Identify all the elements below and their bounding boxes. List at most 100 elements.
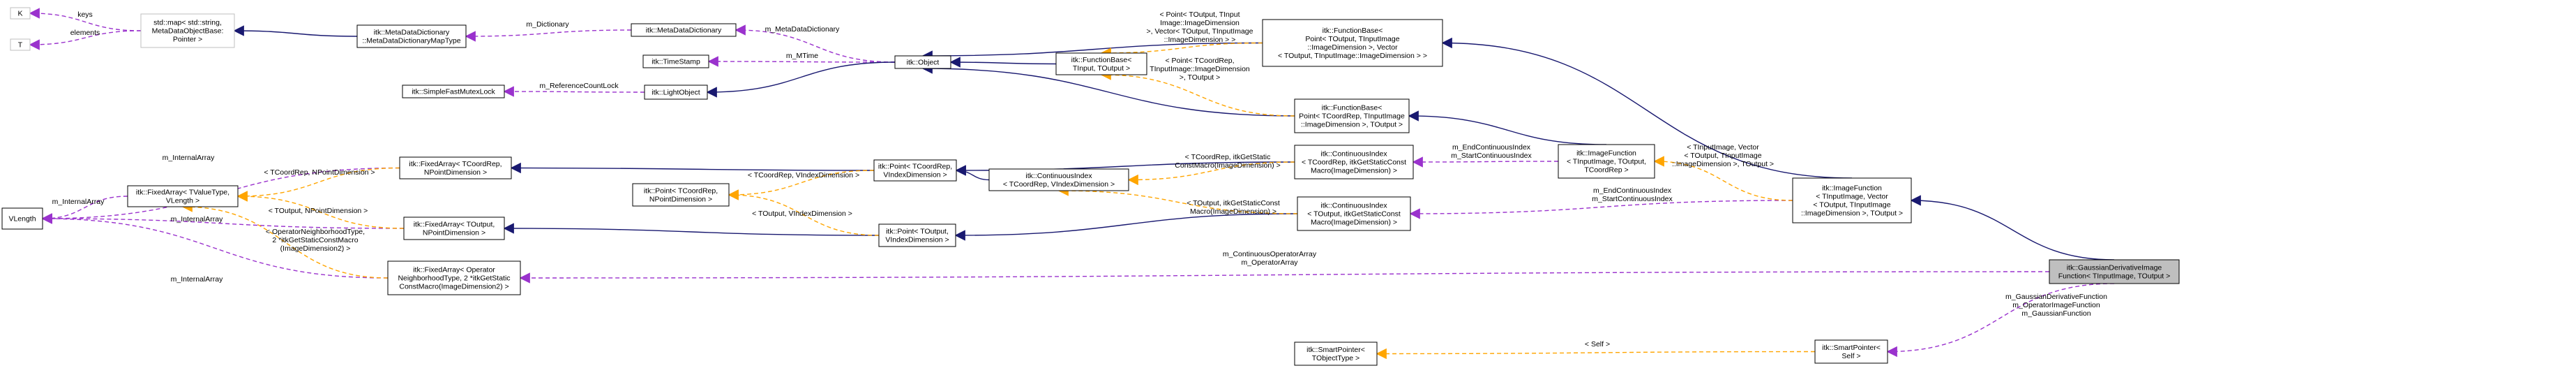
class-node-label-line: NPointDimension > <box>649 196 712 204</box>
class-node-label-line: std::map< std::string, <box>153 19 222 27</box>
edge-label-line: m_EndContinuousIndex <box>1593 186 1672 195</box>
class-node-fbase_ti[interactable]: itk::FunctionBase<TInput, TOutput > <box>1055 52 1147 75</box>
class-node-fbase_point_tco[interactable]: itk::FunctionBase<Point< TCoordRep, TInp… <box>1294 98 1410 133</box>
edge-inherit-point_tcoord-to-ci_tmpl <box>955 165 990 181</box>
class-node-label-line: Macro(ImageDimension) > <box>1311 219 1397 227</box>
edge-usage-K-to-map <box>29 8 142 31</box>
edge-template-fbase_ti-to-fbase_point_tco <box>1100 69 1295 117</box>
class-node-fa_toutput[interactable]: itk::FixedArray< TOutput,NPointDimension… <box>403 216 505 240</box>
edge-label-line: < TCoordRep, NPointDimension > <box>264 168 375 177</box>
class-node-lightobj[interactable]: itk::LightObject <box>644 85 708 100</box>
class-node-T[interactable]: T <box>10 38 31 51</box>
class-node-fa_tvalue[interactable]: itk::FixedArray< TValueType,VLength > <box>127 185 239 207</box>
edge-label-vlength-to-fa_toutput: m_InternalArray <box>171 215 223 223</box>
class-node-point_tmpl[interactable]: itk::Point< TCoordRep,NPointDimension > <box>632 183 730 207</box>
edge-label-line: < TCoordRep, VIndexDimension > <box>748 171 859 179</box>
class-node-vlength[interactable]: VLength <box>1 207 43 230</box>
edge-inherit-fbase_point_vec-to-imgfn_vec <box>1441 37 1853 179</box>
class-node-label-line: itk::FunctionBase< <box>1323 27 1383 35</box>
class-node-label-line: K <box>17 10 22 18</box>
class-node-box <box>10 38 31 51</box>
edge-template-smartptr_tmpl-to-smartptr_self <box>1376 348 1816 360</box>
edge-label-line: < TOutput, NPointDimension > <box>269 207 368 215</box>
class-node-imgfn_vec[interactable]: itk::ImageFunction< TInputImage, Vector<… <box>1792 177 1912 223</box>
edge-template-ci_tmpl-to-ci_toutput <box>1057 185 1298 214</box>
class-node-label-line: NPointDimension > <box>424 168 487 177</box>
edge-label-fa_tvalue-to-fa_toutput: < TOutput, NPointDimension > <box>269 207 368 215</box>
edge-usage-fa_operator-to-gaussian <box>519 271 2050 284</box>
class-node-label-line: itk::Object <box>907 59 940 67</box>
edge-label-fa_tvalue-to-fa_operator: < OperatorNeighborhoodType,2 *itkGetStat… <box>266 228 365 253</box>
class-node-smartptr_tmpl[interactable]: itk::SmartPointer<TObjectType > <box>1294 342 1378 366</box>
class-node-label-line: itk::FixedArray< Operator <box>413 266 495 274</box>
class-node-label-line: itk::SimpleFastMutexLock <box>412 88 495 96</box>
edge-template-fa_tvalue-to-fa_operator <box>181 201 389 279</box>
class-node-box <box>1262 19 1443 67</box>
edge-usage-ci_toutput-to-imgfn_vec <box>1409 200 1793 219</box>
class-node-point_tcoord[interactable]: itk::Point< TCoordRep,VIndexDimension > <box>873 159 957 182</box>
edge-label-line: 2 *itkGetStaticConstMacro <box>272 236 358 244</box>
class-node-box <box>2049 259 2180 284</box>
class-node-box <box>356 24 467 48</box>
edge-inherit-imgfn_vec-to-gaussian <box>1910 195 2115 260</box>
edge-label-ci_tmpl-to-ci_toutput: < TOutput, itkGetStaticConstMacro(ImageD… <box>1187 199 1280 216</box>
class-node-simplelock[interactable]: itk::SimpleFastMutexLock <box>402 85 505 98</box>
class-node-timestamp[interactable]: itk::TimeStamp <box>642 54 709 68</box>
edge-label-line: ConstMacro(ImageDimension) > <box>1175 161 1280 170</box>
class-node-ci_tmpl[interactable]: itk::ContinuousIndex< TCoordRep, VIndexD… <box>988 168 1129 191</box>
class-node-label-line: itk::SmartPointer< <box>1822 344 1881 352</box>
class-node-box <box>140 13 235 48</box>
class-node-K[interactable]: K <box>10 7 31 20</box>
class-node-imgfn_tmpl[interactable]: itk::ImageFunction< TInputImage, TOutput… <box>1558 144 1655 179</box>
class-node-box <box>878 223 956 247</box>
edge-inherit-lightobj-to-object <box>706 61 896 98</box>
class-node-ci_toutput[interactable]: itk::ContinuousIndex< TOutput, itkGetSta… <box>1297 196 1411 231</box>
class-node-box <box>10 7 31 20</box>
class-node-label-line: ::ImageDimension >, Vector <box>1307 43 1398 52</box>
edge-template-point_tmpl-to-point_toutput <box>728 189 880 236</box>
class-node-label-line: itk::FunctionBase< <box>1322 104 1383 112</box>
edge-label-line: < Self > <box>1585 340 1610 348</box>
edge-label-line: < TOutput, VIndexDimension > <box>752 210 852 218</box>
edge-label-line: m_Dictionary <box>526 20 569 29</box>
class-node-map[interactable]: std::map< std::string,MetaDataObjectBase… <box>140 13 235 48</box>
class-node-box <box>1294 342 1378 366</box>
class-node-fa_operator[interactable]: itk::FixedArray< OperatorNeighborhoodTyp… <box>387 260 521 295</box>
class-node-point_toutput[interactable]: itk::Point< TOutput,VIndexDimension > <box>878 223 956 247</box>
class-node-label-line: < TCoordRep, itkGetStaticConst <box>1302 159 1406 167</box>
class-node-mdd[interactable]: itk::MetaDataDictionary <box>631 23 737 37</box>
edge-label-line: < TOutput, TInputImage <box>1684 152 1761 160</box>
class-node-smartptr_self[interactable]: itk::SmartPointer<Self > <box>1814 339 1888 364</box>
class-node-label-line: itk::FixedArray< TCoordRep, <box>409 160 502 168</box>
class-node-box <box>1792 177 1912 223</box>
edge-label-line: m_StartContinuousIndex <box>1592 195 1673 203</box>
class-node-label-line: itk::TimeStamp <box>651 58 700 66</box>
class-node-box <box>387 260 521 295</box>
class-node-fbase_point_vec[interactable]: itk::FunctionBase<Point< TOutput, TInput… <box>1262 19 1443 67</box>
class-node-label-line: Macro(ImageDimension) > <box>1311 167 1397 175</box>
edge-label-vlength-to-fa_tvalue: m_InternalArray <box>52 198 105 206</box>
class-node-mddmap[interactable]: itk::MetaDataDictionary::MetaDataDiction… <box>356 24 467 48</box>
edge-label-line: m_OperatorImageFunction <box>2012 301 2100 309</box>
edge-label-fbase_ti-to-fbase_point_vec: < Point< TOutput, TInputImage::ImageDime… <box>1147 10 1253 44</box>
class-node-label-line: itk::ContinuousIndex <box>1320 202 1387 210</box>
edge-label-line: m_GaussianFunction <box>2021 309 2091 318</box>
class-node-label-line: VIndexDimension > <box>885 236 949 244</box>
edge-template-fbase_ti-to-fbase_point_vec <box>1100 42 1263 59</box>
class-node-object[interactable]: itk::Object <box>894 55 951 69</box>
edge-label-ci_tmpl-to-ci_tcoord: < TCoordRep, itkGetStaticConstMacro(Imag… <box>1175 153 1280 170</box>
edge-usage-T-to-map <box>29 30 142 50</box>
class-node-ci_tcoord[interactable]: itk::ContinuousIndex< TCoordRep, itkGetS… <box>1294 145 1414 179</box>
class-node-fa_tcoord[interactable]: itk::FixedArray< TCoordRep,NPointDimensi… <box>399 156 512 179</box>
class-node-label-line: Self > <box>1841 352 1860 360</box>
edge-label-line: m_InternalArray <box>163 154 215 162</box>
class-node-label-line: ::ImageDimension >, TOutput > <box>1301 121 1403 129</box>
edge-label-line: < TInputImage, Vector <box>1687 143 1759 152</box>
class-node-box <box>988 168 1129 191</box>
class-node-box <box>1294 98 1410 133</box>
edge-usage-simplelock-to-lightobj <box>503 86 645 97</box>
class-node-label-line: < TOutput, TInputImage <box>1813 201 1890 210</box>
class-node-label-line: < TInputImage, Vector <box>1816 193 1888 201</box>
